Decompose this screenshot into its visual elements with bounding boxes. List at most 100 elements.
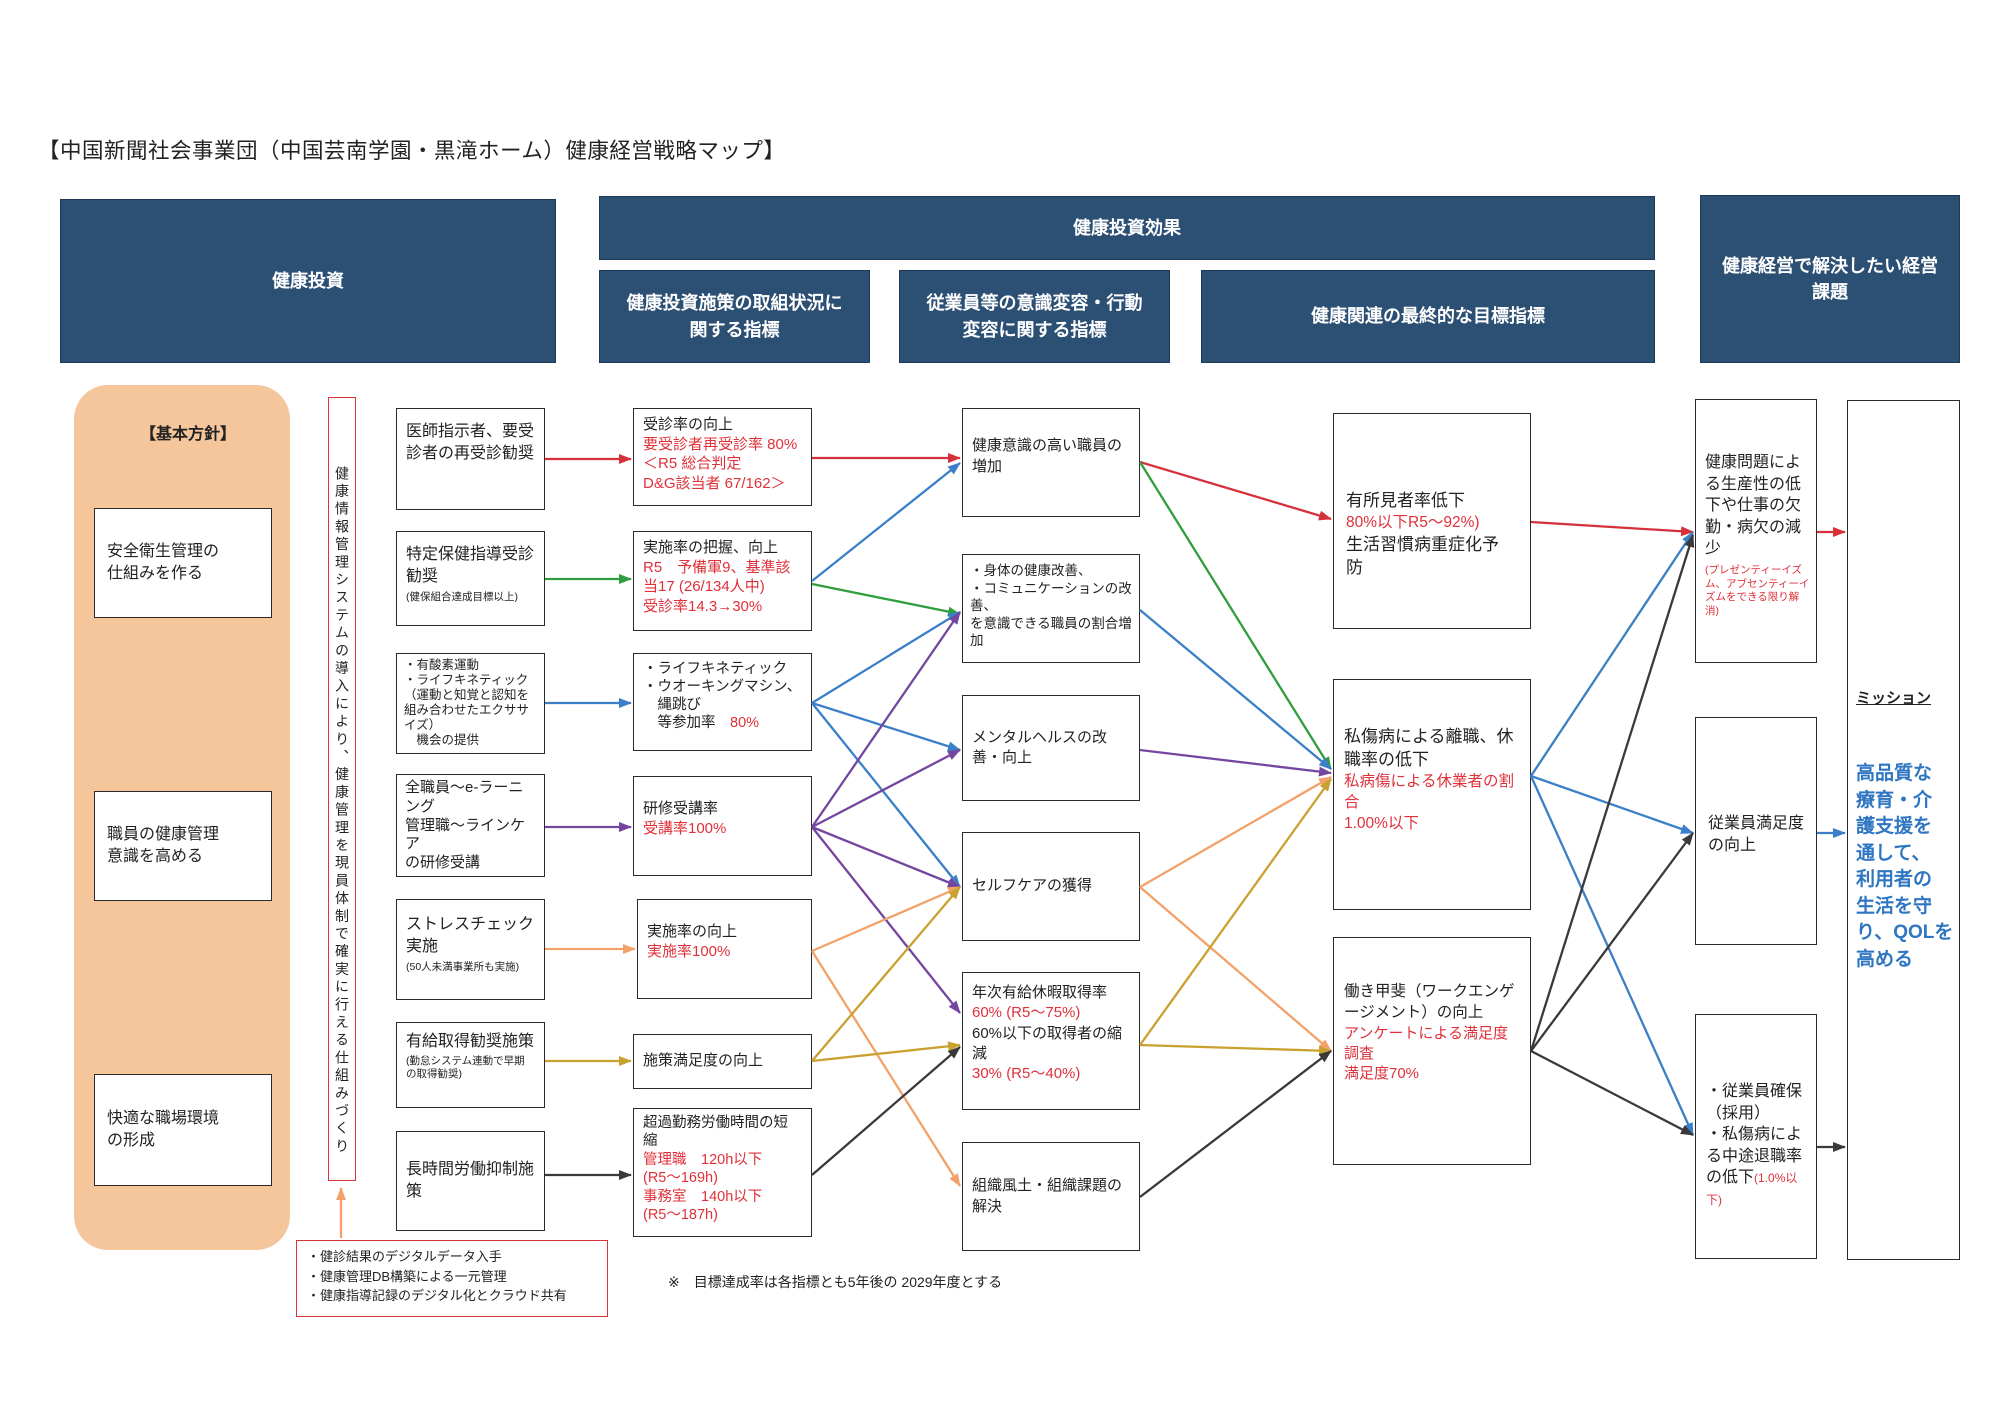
action-box-exercise: ・有酸素運動 ・ライフキネティック（運動と知覚と認知を組み合わせたエクササイズ）…: [396, 653, 545, 754]
indicator-target: 要受診者再受診率 80%: [643, 435, 798, 453]
header-investment-effect: 健康投資効果: [599, 196, 1655, 260]
header-investment-effect-label: 健康投資効果: [1073, 217, 1181, 238]
indicator-line: ・ウオーキングマシン、: [643, 679, 802, 696]
action-note: (健保組合達成目標以上): [406, 591, 518, 604]
action-line: 機会の提供: [416, 733, 480, 747]
action-line: 管理職～ラインケア: [405, 816, 526, 853]
indicator-target: ＜R5 総合判定: [643, 455, 742, 472]
arrow-red: [1139, 460, 1332, 521]
mission-statement: 高品質な 療育・介 護支援を 通して、 利用者の 生活を守 り、QOLを 高める: [1856, 761, 1953, 973]
behavior-target: 60% (R5～75%): [972, 1004, 1081, 1022]
target-title: 働き甲斐（ワークエンゲージメント）の向上: [1344, 983, 1515, 1021]
policy-item: 職員の健康管理意識を高める: [94, 791, 272, 901]
action-label: 医師指示者、要受診者の再受診勧奨: [406, 423, 535, 462]
indicator-box-exercise-rate: ・ライフキネティック ・ウオーキングマシン、 縄跳び 等参加率 80%: [633, 653, 812, 751]
mission-line: 高める: [1856, 948, 1914, 970]
mission-line: 護支援を: [1856, 816, 1933, 837]
arrow-blue: [1530, 774, 1694, 835]
arrow-purple: [811, 748, 961, 829]
arrow-orange: [1139, 776, 1332, 888]
header-final-targets-label: 健康関連の最終的な目標指標: [1311, 306, 1545, 327]
indicator-target: (R5～187h): [643, 1207, 718, 1224]
indicator-title: 超過勤務労働時間の短縮: [643, 1115, 788, 1150]
indicator-target: (R5～169h): [643, 1170, 718, 1187]
behavior-box-awareness: 健康意識の高い職員の増加: [962, 408, 1140, 517]
mission-heading: ミッション: [1856, 690, 1932, 707]
arrow-gold: [811, 1041, 961, 1063]
digital-initiatives-box: ・健診結果のデジタルデータ入手 ・健康管理DB構築による一元管理 ・健康指導記録…: [296, 1240, 608, 1317]
header-behavior-indicators: 従業員等の意識変容・行動変容に関する指標: [899, 270, 1170, 363]
indicator-title: 施策満足度の向上: [643, 1052, 764, 1070]
arrow-blue: [1529, 775, 1695, 1136]
indicator-box-training-rate: 研修受講率 受講率100%: [633, 776, 812, 876]
behavior-title: 年次有給休暇取得率: [972, 984, 1108, 1001]
indicator-target: D&G該当者 67/162＞: [643, 474, 786, 492]
arrow-blue: [811, 702, 961, 888]
target-value: 1.00%以下: [1344, 814, 1419, 832]
policy-item: 安全衛生管理の仕組みを作る: [94, 508, 272, 618]
mission-line: 療育・介: [1856, 789, 1933, 811]
policy-item-label: 職員の健康管理意識を高める: [107, 826, 220, 865]
indicator-target: R5 予備軍9、基準該当17 (26/134人中): [643, 558, 791, 596]
behavior-line: ・コミュニケーションの改善、: [970, 580, 1132, 614]
arrow-blue: [811, 611, 961, 704]
indicator-title: 実施率の向上: [647, 922, 738, 940]
header-behavior-indicators-label: 従業員等の意識変容・行動変容に関する指標: [926, 293, 1143, 340]
indicator-line: 縄跳び: [657, 697, 702, 714]
indicator-box-stress-rate: 実施率の向上 実施率100%: [637, 899, 812, 999]
arrow-purple: [811, 825, 961, 889]
issue-line: ・私傷病による中途退職率の低下(1.0%以下): [1706, 1124, 1810, 1210]
behavior-title: メンタルヘルスの改善・向上: [972, 728, 1108, 766]
target-text: 生活習慣病重症化予防: [1346, 534, 1499, 577]
action-line: 全職員～e-ラーニング: [405, 779, 524, 815]
arrow-gold: [1139, 1043, 1332, 1056]
arrow-orange: [811, 885, 961, 953]
arrow-blue: [1139, 609, 1332, 770]
action-box-reexam: 医師指示者、要受診者の再受診勧奨: [396, 408, 545, 510]
arrow-dark: [1530, 832, 1694, 1052]
behavior-box-paid-leave-rate: 年次有給休暇取得率 60% (R5～75%) 60%以下の取得者の縮減 30% …: [962, 972, 1140, 1110]
arrow-gold: [811, 886, 961, 1062]
target-value: アンケートによる満足度調査: [1344, 1024, 1508, 1063]
indicator-box-guidance-rate: 実施率の把握、向上 R5 予備軍9、基準該当17 (26/134人中) 受診率1…: [633, 531, 812, 631]
mission-line: 利用者の: [1856, 869, 1933, 890]
action-line: ・ライフキネティック（運動と知覚と認知を組み合わせたエクササイズ）: [404, 673, 530, 732]
action-label: 有給取得勧奨施策: [406, 1033, 535, 1050]
header-action-indicators: 健康投資施策の取組状況に関する指標: [599, 270, 870, 363]
behavior-title: 健康意識の高い職員の増加: [972, 437, 1123, 475]
digital-item: ・健康管理DB構築による一元管理: [307, 1268, 507, 1284]
action-box-paid-leave: 有給取得勧奨施策 (勤怠システム連動で早期の取得勧奨): [396, 1022, 545, 1108]
behavior-title: セルフケアの獲得: [972, 877, 1093, 895]
arrow-purple: [811, 826, 961, 1014]
header-final-targets: 健康関連の最終的な目標指標: [1201, 270, 1655, 363]
action-box-training: 全職員～e-ラーニング 管理職～ラインケア の研修受講: [396, 774, 545, 877]
indicator-line: 等参加率 80%: [643, 714, 802, 732]
arrow-dark: [811, 1046, 961, 1176]
arrow-purple: [1139, 748, 1332, 777]
indicator-target: 受講率100%: [643, 820, 727, 837]
indicator-box-satisfaction: 施策満足度の向上: [633, 1034, 812, 1089]
action-label: ストレスチェック実施: [406, 916, 535, 955]
indicator-box-overtime: 超過勤務労働時間の短縮 管理職 120h以下 (R5～169h) 事務室 140…: [633, 1108, 812, 1237]
target-box-engagement: 働き甲斐（ワークエンゲージメント）の向上 アンケートによる満足度調査 満足度70…: [1333, 937, 1531, 1165]
arrow-blue: [811, 462, 961, 582]
mission-line: 通して、: [1856, 842, 1931, 864]
issue-line: ・従業員確保（採用）: [1706, 1083, 1803, 1122]
header-management-issues-label: 健康経営で解決したい経営課題: [1721, 255, 1938, 302]
target-box-leave-rate: 私傷病による離職、休職率の低下 私病傷による休業者の割合 1.00%以下: [1333, 679, 1531, 910]
arrow-blue: [1530, 531, 1694, 777]
issue-note: (1.0%以下): [1706, 1171, 1798, 1207]
action-line: ・有酸素運動: [404, 658, 480, 672]
behavior-box-organization: 組織風土・組織課題の解決: [962, 1142, 1140, 1251]
indicator-target: 80%: [730, 715, 760, 732]
action-box-overtime: 長時間労働抑制施策: [396, 1131, 545, 1231]
action-line: の研修受講: [405, 854, 481, 871]
arrow-dark: [1139, 1050, 1332, 1198]
system-note-text: 健康情報管理システムの導入により、健康管理を現員体制で確実に行える仕組みづくり: [334, 466, 350, 1157]
issue-box-retention: ・従業員確保（採用） ・私傷病による中途退職率の低下(1.0%以下): [1695, 1014, 1817, 1259]
indicator-line-text: 等参加率: [657, 715, 716, 732]
action-note: (50人未満事業所も実施): [406, 961, 520, 974]
policy-item-label: 快適な職場環境の形成: [107, 1110, 220, 1149]
arrow-orange: [811, 950, 961, 1187]
behavior-title: 組織風土・組織課題の解決: [972, 1177, 1123, 1215]
